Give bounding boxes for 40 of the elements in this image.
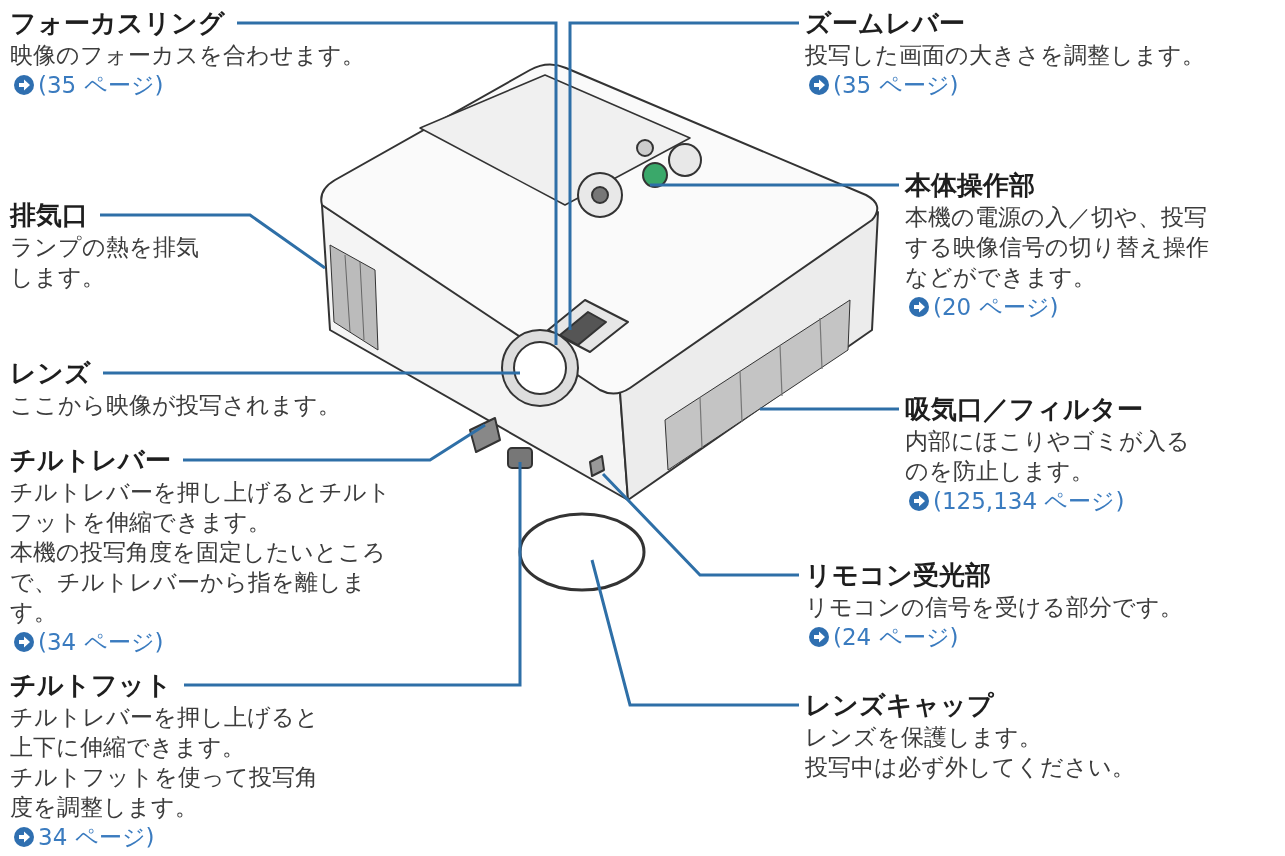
description: 投写中は必ず外してください。 xyxy=(805,753,1136,782)
part-name: 吸気口／フィルター xyxy=(905,393,1143,426)
description: チルトレバーを押し上げると上下に伸縮できます。 xyxy=(10,703,320,762)
page-reference: (24 ページ) xyxy=(833,623,959,652)
part-name: レンズ xyxy=(10,357,91,390)
part-name: リモコン受光部 xyxy=(805,559,991,592)
page-reference: (35 ページ) xyxy=(833,71,959,100)
page-reference: (125,134 ページ) xyxy=(933,487,1125,516)
part-name: チルトレバー xyxy=(10,444,171,477)
description: レンズを保護します。 xyxy=(805,723,1043,752)
description: ランプの熱を排気します。 xyxy=(10,233,200,292)
description: 本機の投写角度を固定したいところで、チルトレバーから指を離します。 xyxy=(10,538,387,627)
leader-line xyxy=(103,371,520,375)
leader-line xyxy=(760,407,899,411)
page-reference: 34 ページ) xyxy=(38,823,155,852)
part-name: レンズキャップ xyxy=(805,689,994,722)
description: チルトレバーを押し上げるとチルトフットを伸縮できます。 xyxy=(10,478,392,537)
page-reference: (35 ページ) xyxy=(38,71,164,100)
leader-line xyxy=(568,21,799,330)
description: 内部にほこりやゴミが入るのを防止します。 xyxy=(905,427,1191,486)
description: チルトフットを使って投写角度を調整します。 xyxy=(10,763,319,822)
leader-line xyxy=(590,559,799,707)
leader-line xyxy=(601,472,799,577)
description: 映像のフォーカスを合わせます。 xyxy=(10,41,366,70)
description: ここから映像が投写されます。 xyxy=(10,391,342,420)
leader-line xyxy=(237,21,558,345)
part-name: チルトフット xyxy=(10,669,172,702)
description: 投写した画面の大きさを調整します。 xyxy=(805,41,1206,70)
part-name: 排気口 xyxy=(10,199,88,232)
leader-line xyxy=(184,462,522,687)
description: リモコンの信号を受ける部分です。 xyxy=(805,593,1184,622)
page-reference: (20 ページ) xyxy=(933,293,1059,322)
part-name: ズームレバー xyxy=(805,7,965,40)
leader-line xyxy=(650,183,899,187)
page-reference: (34 ページ) xyxy=(38,628,164,657)
leader-line xyxy=(100,213,326,270)
part-name: 本体操作部 xyxy=(905,169,1035,202)
part-name: フォーカスリング xyxy=(10,7,225,40)
leader-line xyxy=(183,423,486,462)
description: 本機の電源の入／切や、投写する映像信号の切り替え操作などができます。 xyxy=(905,203,1210,292)
